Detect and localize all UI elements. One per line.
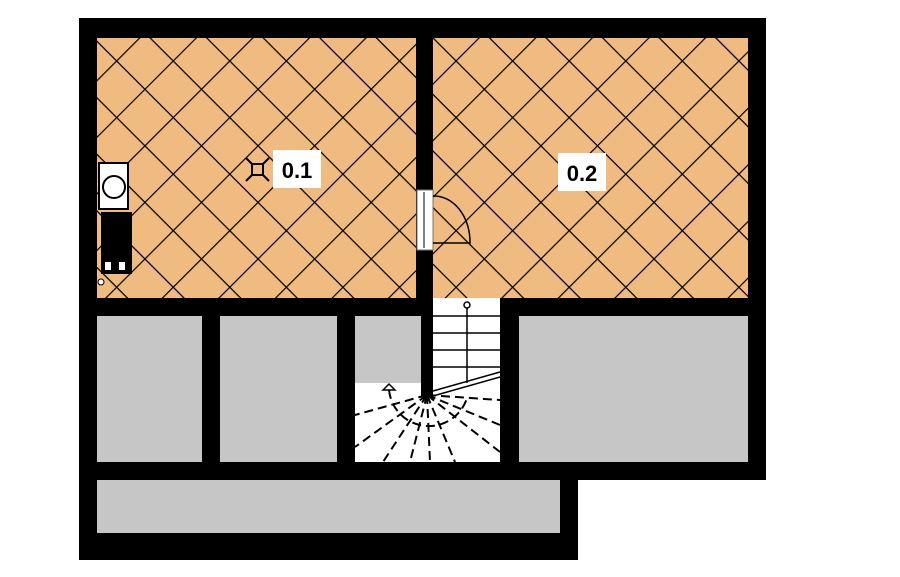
room-number: 0.2 bbox=[567, 161, 598, 186]
room-number: 0.1 bbox=[282, 158, 313, 183]
walls bbox=[79, 18, 766, 560]
staircase bbox=[354, 298, 501, 463]
boiler-icon bbox=[97, 162, 132, 286]
room-0-1-floor bbox=[97, 38, 416, 298]
light-fixture-icon bbox=[245, 157, 270, 182]
room-label-0-1: 0.1 bbox=[273, 150, 321, 188]
room-label-0-2: 0.2 bbox=[558, 153, 606, 191]
door bbox=[416, 189, 471, 251]
unfinished-areas bbox=[97, 316, 748, 533]
